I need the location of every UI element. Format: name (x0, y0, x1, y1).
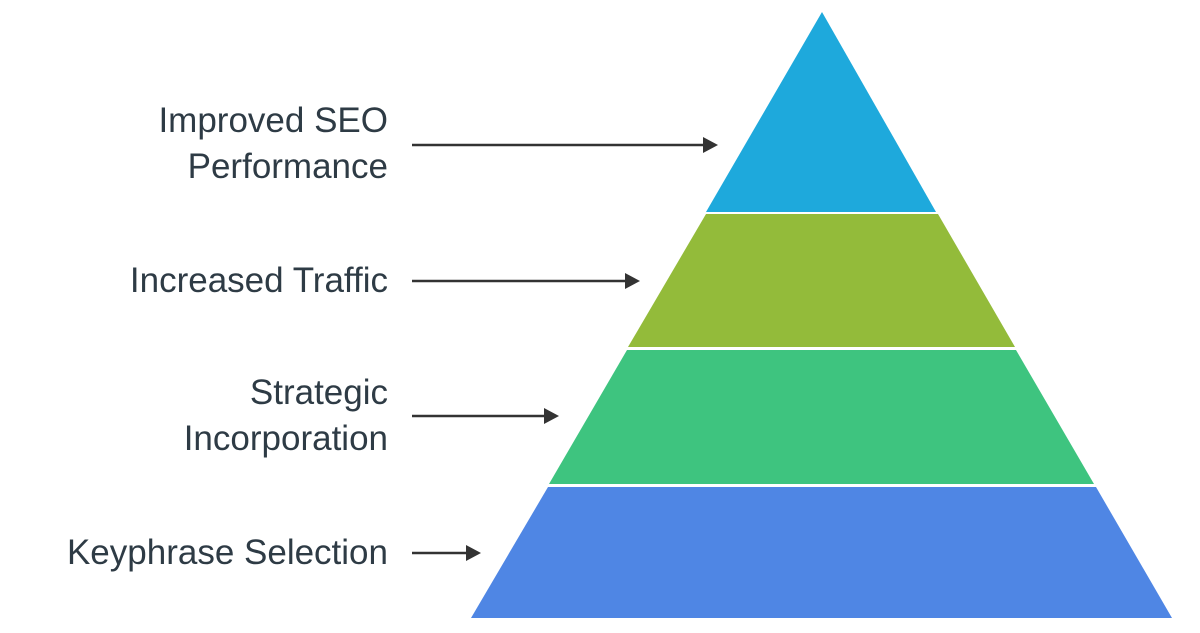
label-line: Improved SEO (158, 101, 388, 140)
pyramid-tier-increased-traffic (628, 214, 1015, 347)
arrow-improved-seo-performance (412, 137, 718, 153)
label-line: Incorporation (183, 419, 388, 458)
label-line: Strategic (249, 373, 388, 412)
arrow-increased-traffic (412, 273, 640, 289)
arrow-strategic-incorporation (412, 408, 559, 424)
label-strategic-incorporation: Strategic Incorporation (184, 370, 388, 462)
label-keyphrase-selection: Keyphrase Selection (67, 530, 388, 576)
pyramid-tier-improved-seo-performance (706, 12, 936, 212)
label-line: Increased Traffic (129, 261, 388, 300)
label-increased-traffic: Increased Traffic (130, 258, 388, 304)
label-line: Keyphrase Selection (66, 533, 388, 572)
arrow-keyphrase-selection (412, 545, 481, 561)
label-improved-seo-performance: Improved SEO Performance (158, 98, 388, 190)
pyramid-tier-strategic-incorporation (549, 350, 1094, 484)
pyramid-tier-keyphrase-selection (471, 487, 1172, 618)
label-line: Performance (187, 147, 388, 186)
